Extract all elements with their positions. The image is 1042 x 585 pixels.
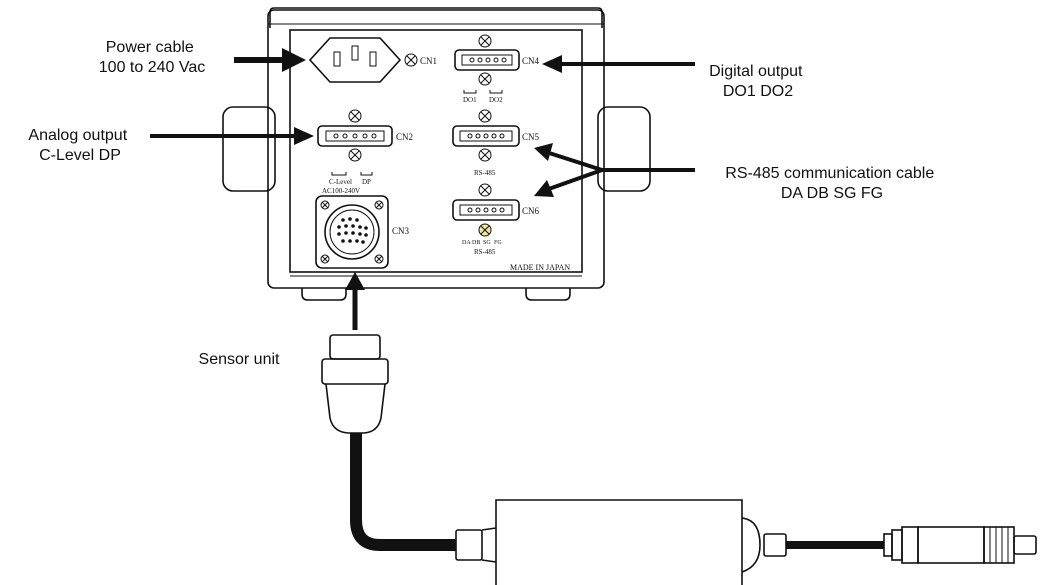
pin-da-label: DA (462, 240, 471, 246)
sensor-cable-assembly (321, 334, 1037, 585)
do1-label: DO1 (463, 96, 477, 104)
cn5-terminal: CN5 RS-485 (452, 109, 540, 177)
cn3-sensor-connector: CN3 (315, 195, 410, 269)
controller-box (222, 7, 651, 301)
right-foot (525, 288, 571, 301)
ac-rating-label: AC100-240V (322, 187, 360, 195)
rs485-cable-label: RS-485 communication cable DA DB SG FG (725, 165, 938, 202)
cn5-label: CN5 (522, 132, 540, 142)
cn3-label: CN3 (392, 226, 410, 236)
cn3-pins (337, 217, 368, 244)
pin-sg-label: SG (483, 240, 491, 246)
sensor-cable (350, 433, 456, 551)
cn6-label: CN6 (522, 206, 540, 216)
left-foot (301, 288, 347, 301)
digital-output-label: Digital output DO1 DO2 (709, 63, 807, 100)
c-level-label: C-Level (329, 178, 352, 186)
analog-output-label: Analog output C-Level DP (28, 127, 131, 164)
right-bumper (597, 106, 651, 192)
callout-arrows (150, 48, 695, 330)
cn4-terminal: CN4 DO1 DO2 (454, 34, 540, 104)
cn2-label: CN2 (396, 132, 413, 142)
sensor-unit-body (495, 499, 743, 585)
cn6-rs485-label: RS-485 (474, 248, 496, 256)
cn1-screw-icon (404, 53, 418, 67)
cn6-terminal: CN6 DA DB SG FG RS-485 (452, 183, 540, 256)
sensor-unit-label: Sensor unit (199, 351, 280, 368)
box-top-edge (269, 7, 603, 28)
box-body (267, 9, 605, 289)
cn2-terminal: CN2 C-Level DP AC100-240V (317, 109, 413, 195)
do2-label: DO2 (489, 96, 503, 104)
pin-db-label: DB (472, 240, 480, 246)
left-bumper (222, 106, 276, 192)
cn4-label: CN4 (522, 56, 540, 66)
dp-label: DP (362, 178, 371, 186)
cn1-ac-inlet: CN1 (308, 37, 437, 83)
cn1-label: CN1 (420, 56, 437, 66)
pin-fg-label: FG (494, 240, 502, 246)
front-panel (289, 29, 583, 273)
power-cable-label: Power cable 100 to 240 Vac (99, 39, 205, 76)
made-in-label: MADE IN JAPAN (510, 263, 570, 272)
cn5-rs485-label: RS-485 (474, 169, 496, 177)
